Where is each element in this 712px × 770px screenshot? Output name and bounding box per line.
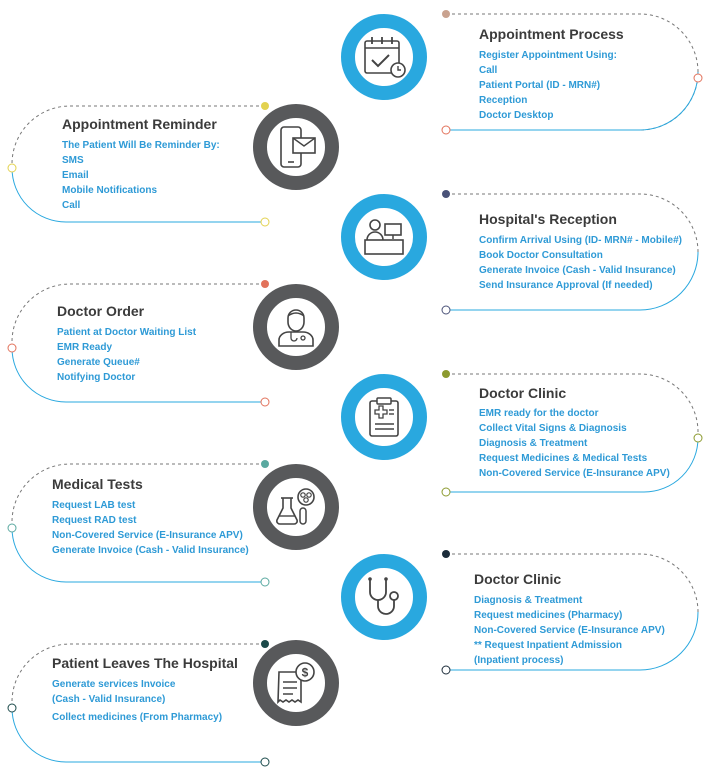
- ring-step-2: [253, 104, 339, 190]
- connector-dot: [261, 640, 269, 648]
- step-5-line: Diagnosis & Treatment: [479, 438, 588, 449]
- connector-dot: [261, 280, 269, 288]
- svg-text:$: $: [302, 666, 309, 680]
- ring-step-3: [341, 194, 427, 280]
- step-3-line: Send Insurance Approval (If needed): [479, 280, 653, 291]
- phone-mail-icon: [280, 126, 316, 168]
- step-8-title: Patient Leaves The Hospital: [52, 655, 238, 671]
- ring-step-5: [341, 374, 427, 460]
- step-3-title: Hospital's Reception: [479, 211, 617, 227]
- step-4-line: Generate Queue#: [57, 357, 140, 368]
- step-5-line: Non-Covered Service (E-Insurance APV): [479, 468, 670, 479]
- step-5-line: Collect Vital Signs & Diagnosis: [479, 423, 627, 434]
- step-6-title: Medical Tests: [52, 476, 143, 492]
- step-5-line: Request Medicines & Medical Tests: [479, 453, 648, 464]
- reception-desk-icon: [364, 219, 404, 255]
- step-8-details: Generate services Invoice (Cash - Valid …: [52, 677, 222, 725]
- step-3-line: Confirm Arrival Using (ID- MRN# - Mobile…: [479, 235, 682, 246]
- step-1-line: Doctor Desktop: [479, 110, 554, 121]
- step-8-line: Collect medicines (From Pharmacy): [52, 712, 223, 723]
- connector-dot: [442, 10, 450, 18]
- step-1-title: Appointment Process: [479, 26, 624, 42]
- connector-dot: [260, 397, 270, 407]
- step-3-line: Generate Invoice (Cash - Valid Insurance…: [479, 265, 676, 276]
- ring-step-4: [253, 284, 339, 370]
- step-2-details: The Patient Will Be Reminder By: SMS Ema…: [62, 138, 220, 213]
- ring-step-8: $: [253, 640, 339, 726]
- step-7-details: Diagnosis & Treatment Request medicines …: [474, 593, 665, 668]
- connector-dot: [261, 102, 269, 110]
- connector-dot: [7, 703, 17, 713]
- step-3-line: Book Doctor Consultation: [479, 250, 603, 261]
- step-6-line: Generate Invoice (Cash - Valid Insurance…: [52, 545, 249, 556]
- connector-dot: [260, 577, 270, 587]
- step-4-details: Patient at Doctor Waiting List EMR Ready…: [57, 325, 196, 385]
- ring-step-7: [341, 554, 427, 640]
- step-8-line: (Cash - Valid Insurance): [52, 694, 166, 705]
- connector-dot: [7, 163, 17, 173]
- connector-dot: [7, 523, 17, 533]
- step-2-line: Call: [62, 200, 81, 211]
- step-6-line: Request RAD test: [52, 515, 137, 526]
- step-7-line: Non-Covered Service (E-Insurance APV): [474, 625, 665, 636]
- invoice-dollar-icon: $: [277, 662, 315, 704]
- step-7-line: Request medicines (Pharmacy): [474, 610, 623, 621]
- step-4-line: Notifying Doctor: [57, 372, 136, 383]
- connector-dot: [441, 487, 451, 497]
- step-7-line: Diagnosis & Treatment: [474, 595, 583, 606]
- connector-dot: [442, 370, 450, 378]
- connector-dot: [442, 190, 450, 198]
- connector-dot: [441, 305, 451, 315]
- step-7-line: ** Request Inpatient Admission: [474, 640, 622, 651]
- step-5-title: Doctor Clinic: [479, 385, 567, 401]
- step-5-line: EMR ready for the doctor: [479, 408, 599, 419]
- step-1-details: Register Appointment Using: Call Patient…: [479, 48, 617, 123]
- step-6-line: Non-Covered Service (E-Insurance APV): [52, 530, 243, 541]
- doctor-icon: [278, 309, 314, 347]
- connector-dot: [261, 460, 269, 468]
- connector-dot: [693, 433, 703, 443]
- step-7-line: (Inpatient process): [474, 655, 564, 666]
- stethoscope-icon: [368, 577, 399, 615]
- step-5-details: EMR ready for the doctor Collect Vital S…: [479, 406, 670, 481]
- calendar-check-icon: [364, 37, 406, 78]
- connector-dot: [441, 665, 451, 675]
- connector-dot: [442, 550, 450, 558]
- lab-flasks-icon: [276, 488, 315, 525]
- step-8-line: Generate services Invoice: [52, 679, 176, 690]
- step-2-line: Email: [62, 170, 89, 181]
- step-1-line: Register Appointment Using:: [479, 50, 617, 61]
- connector-dot: [693, 73, 703, 83]
- step-6-details: Request LAB test Request RAD test Non-Co…: [52, 498, 249, 558]
- step-1-line: Reception: [479, 95, 528, 106]
- step-2-line: The Patient Will Be Reminder By:: [62, 140, 220, 151]
- step-2-title: Appointment Reminder: [62, 116, 217, 132]
- step-3-details: Confirm Arrival Using (ID- MRN# - Mobile…: [479, 233, 682, 293]
- ring-step-1: [341, 14, 427, 100]
- step-1-line: Patient Portal (ID - MRN#): [479, 80, 601, 91]
- step-1-line: Call: [479, 65, 498, 76]
- step-2-line: SMS: [62, 155, 84, 166]
- ring-step-6: [253, 464, 339, 550]
- connector-dot: [260, 217, 270, 227]
- clipboard-medical-icon: [369, 397, 399, 437]
- step-7-title: Doctor Clinic: [474, 571, 562, 587]
- connector-dot: [7, 343, 17, 353]
- step-4-line: Patient at Doctor Waiting List: [57, 327, 197, 338]
- step-4-line: EMR Ready: [57, 342, 113, 353]
- connector-dot: [260, 757, 270, 767]
- step-2-line: Mobile Notifications: [62, 185, 157, 196]
- connector-dot: [441, 125, 451, 135]
- step-6-line: Request LAB test: [52, 500, 136, 511]
- step-4-title: Doctor Order: [57, 303, 145, 319]
